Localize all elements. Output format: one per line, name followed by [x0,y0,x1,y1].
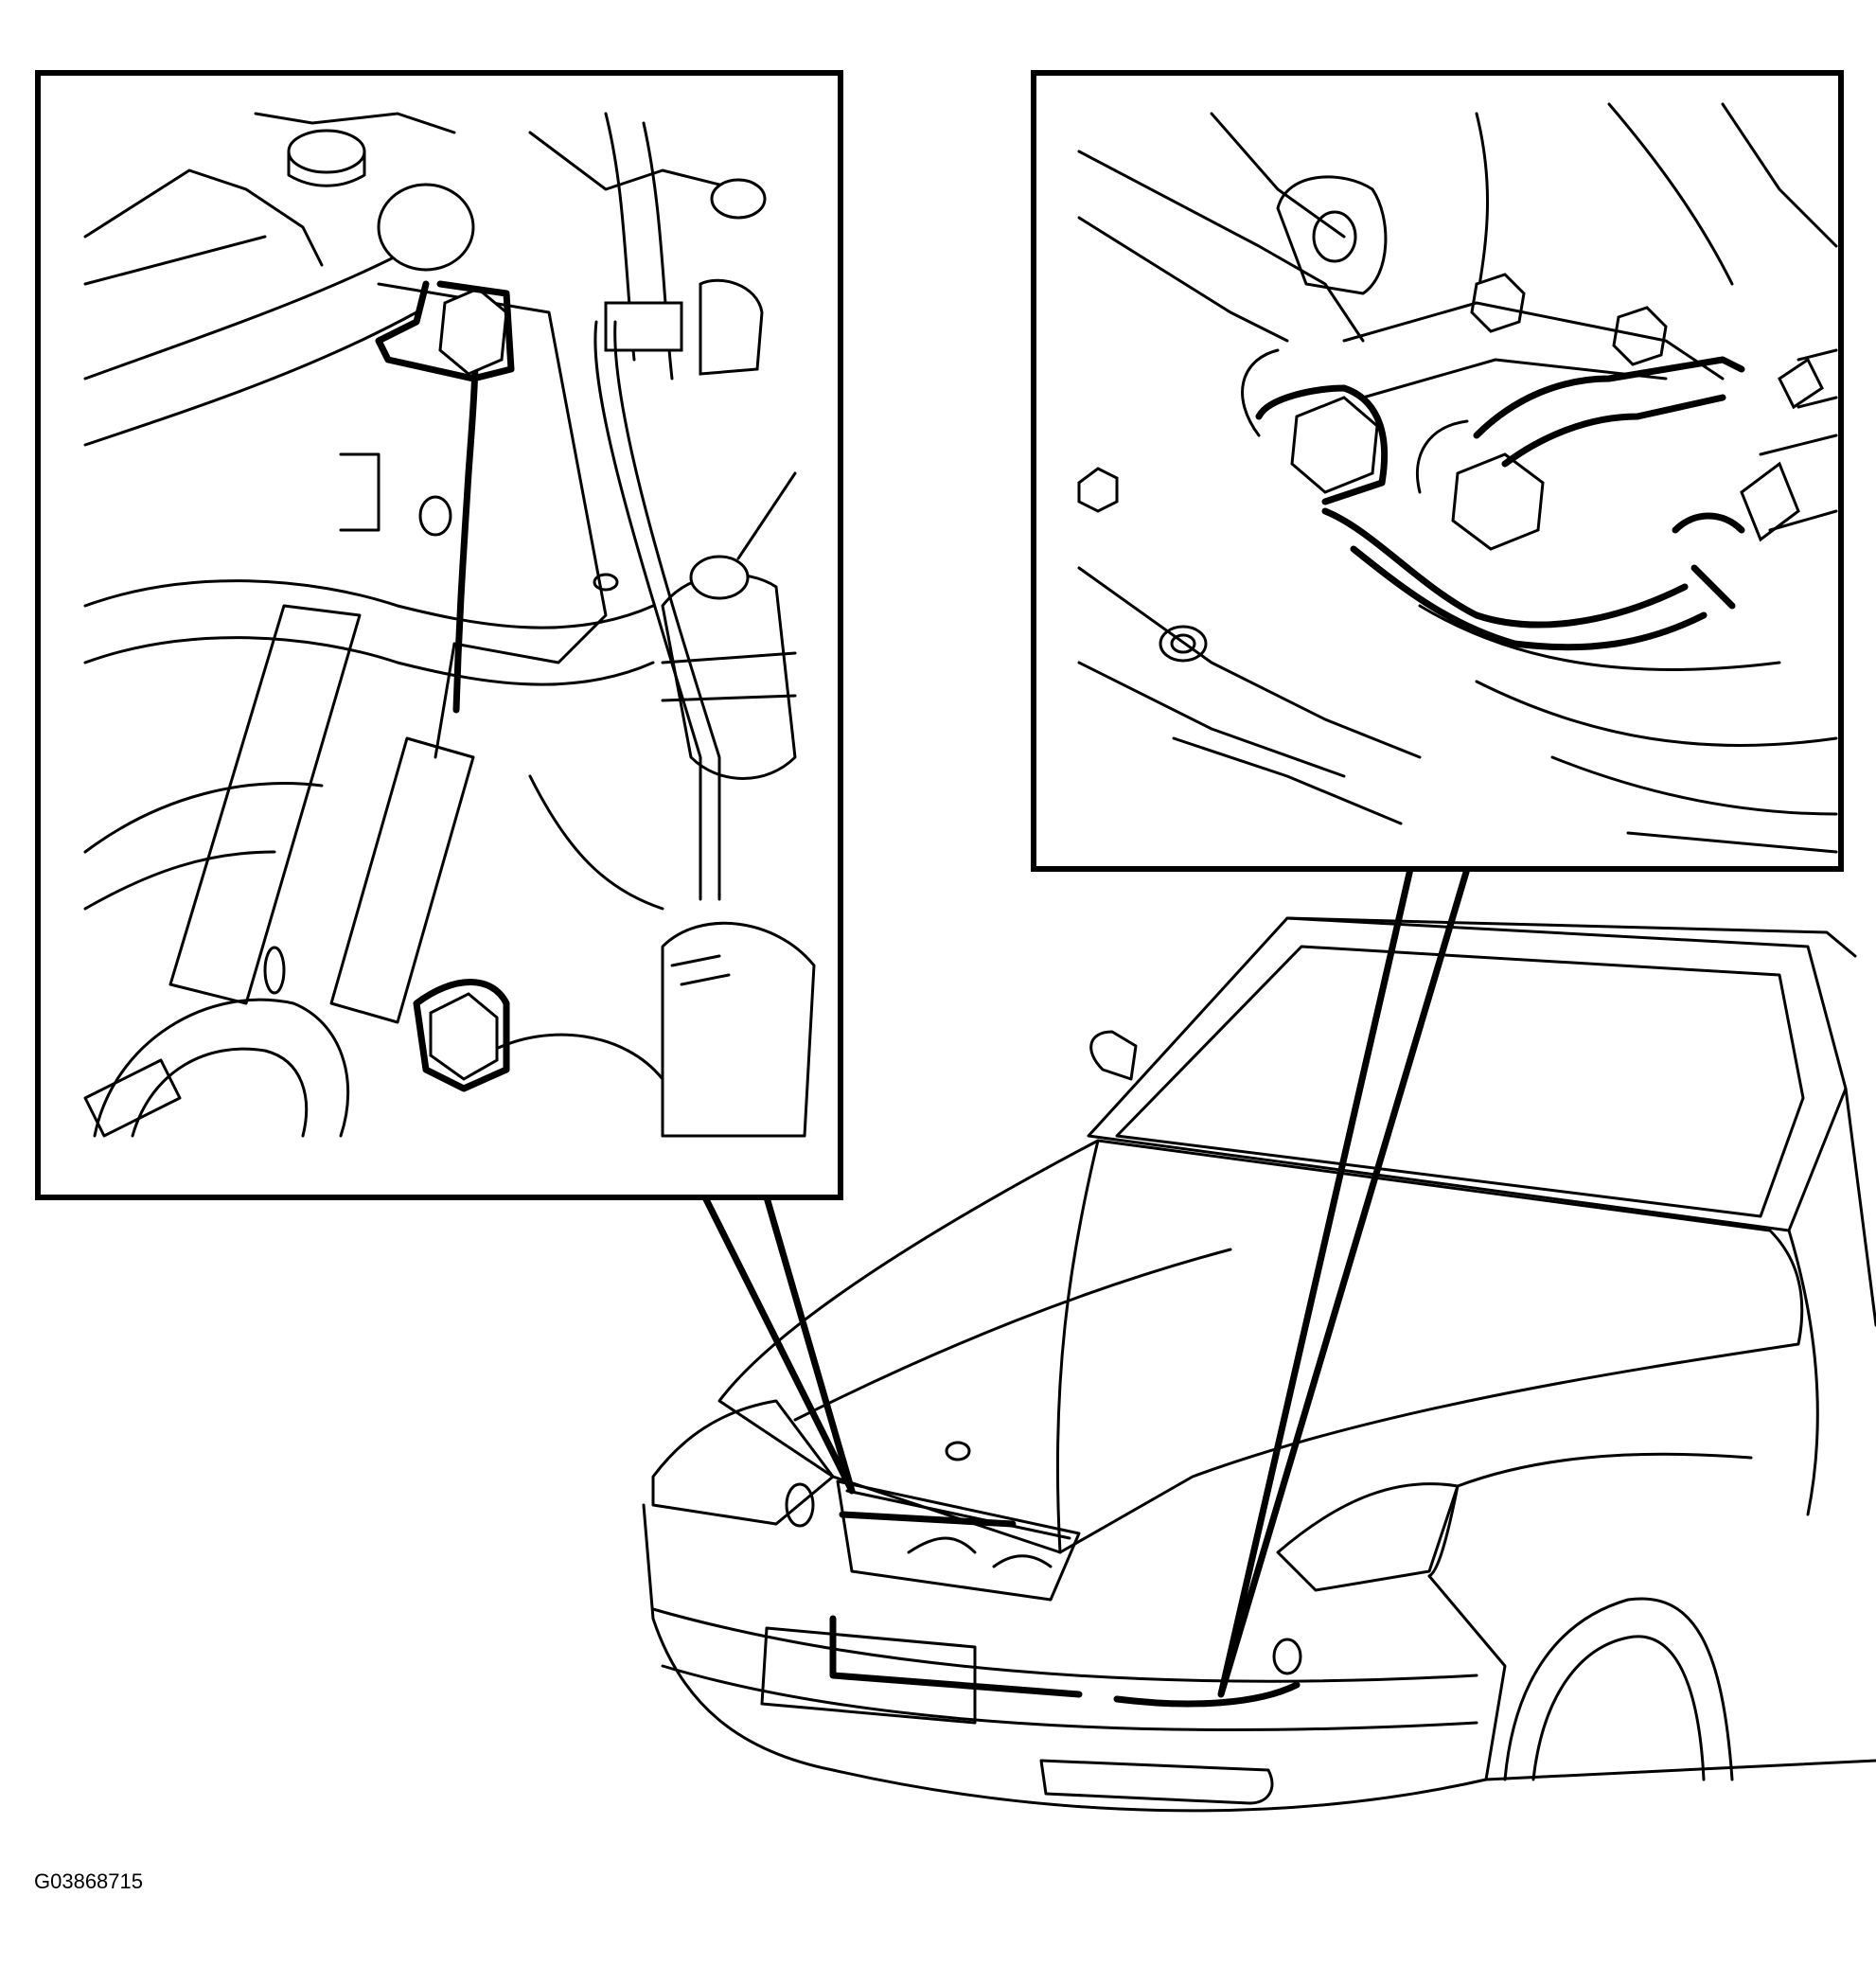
left-bolt [1290,396,1379,494]
grille [836,1479,1081,1602]
side-mirror [1089,1030,1138,1081]
front-bumper [642,1503,1507,1813]
highlight-grille-bar [839,1511,1017,1528]
center-bolt [1451,452,1545,551]
sensor-line [593,320,721,901]
car-front-view [642,916,1876,1813]
headlight-left [651,1399,835,1526]
callout-pointers [701,865,1471,1698]
highlight-bumper-line [1113,1681,1301,1708]
control-arm [1342,301,1725,399]
windshield-outer [1087,916,1848,1232]
highlight-lower-bracket [829,1615,1083,1698]
right-inset [1031,70,1844,872]
coolant-hose [83,254,418,447]
electrical-connector [604,301,683,352]
hood [717,1139,1804,1554]
mounting-bracket [377,282,608,759]
lower-nut [429,992,499,1081]
bracket-plate [1276,175,1388,295]
figure-id-label: G03868715 [34,1869,143,1893]
radiator-support [168,604,362,1005]
pulley [93,998,350,1138]
fluid-hose [1473,356,1745,439]
windshield-inner [1115,945,1805,1218]
right-inset-frame [1031,70,1844,872]
left-inset [35,70,843,1200]
highlight-left-bolt [1255,384,1389,505]
left-pointer [701,1194,856,1495]
front-wheel [1503,1597,1734,1781]
hose-clamp [1740,461,1800,542]
upper-bolt-left [1470,273,1526,333]
license-plate [760,1626,977,1725]
right-pointer [1217,865,1471,1698]
